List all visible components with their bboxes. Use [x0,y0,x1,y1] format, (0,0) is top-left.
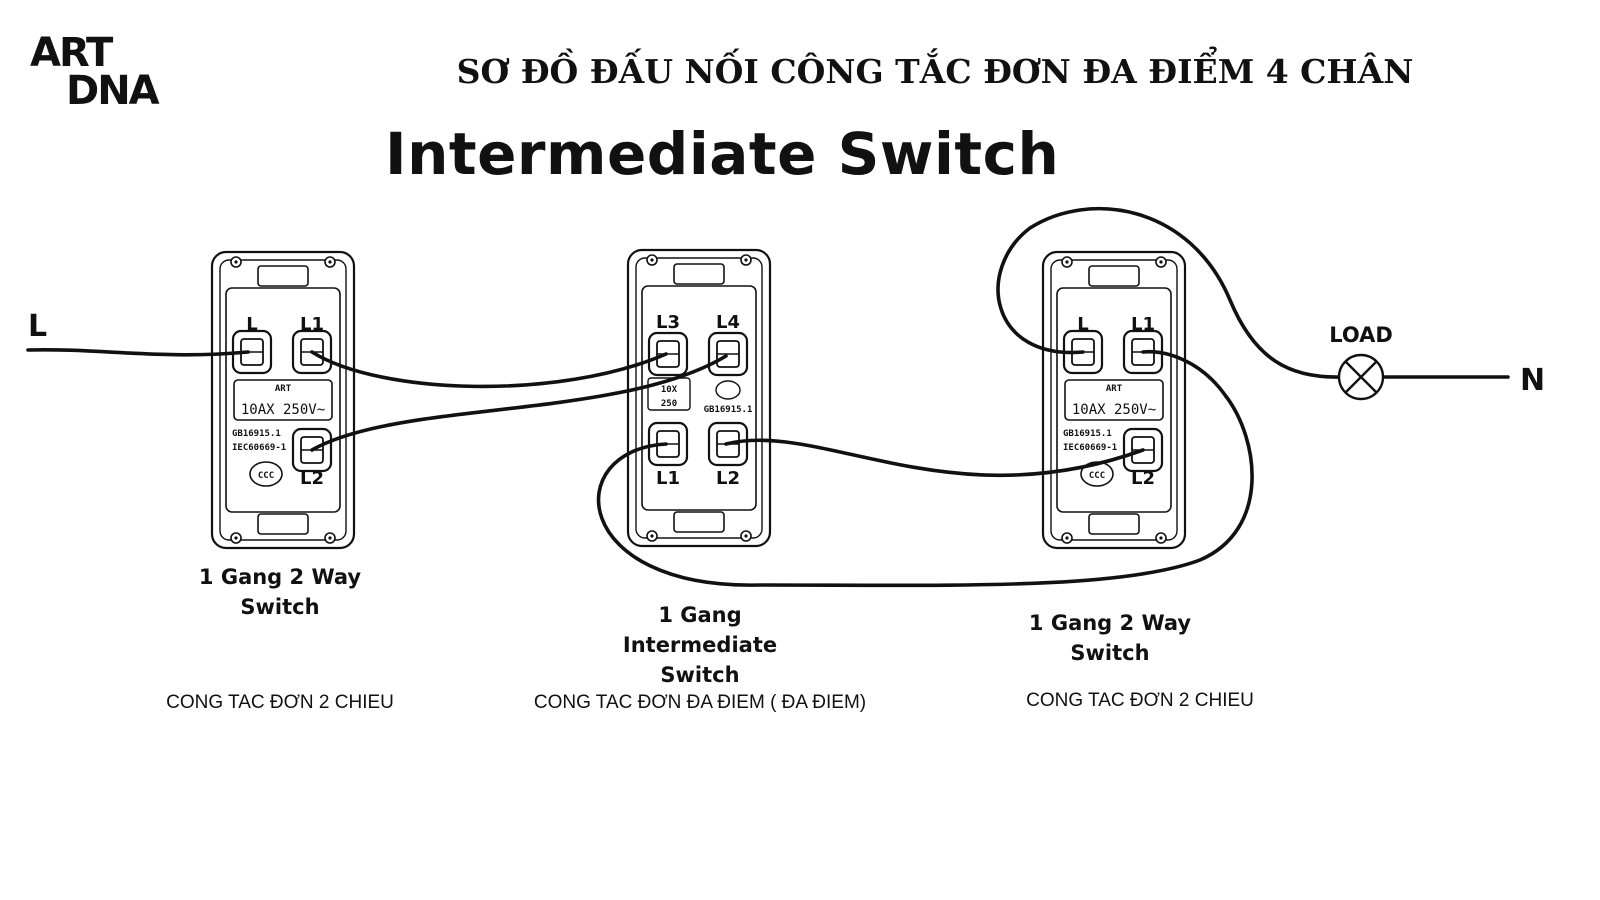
load-label: LOAD [1329,323,1393,347]
wire-left-L1-to-mid-L3 [310,350,668,389]
terminal-label-L3: L3 [656,312,680,333]
terminal-label-L: L [1077,314,1088,335]
standard-label: GB16915.1 [704,405,753,415]
terminal-label-L1: L1 [1131,314,1155,335]
standard-label: GB16915.1 [1063,429,1112,439]
certification-icon: CCC [258,471,274,481]
terminal-label-L2: L2 [1131,468,1155,489]
standard-label: GB16915.1 [232,429,281,439]
standard-label: IEC60669-1 [1063,443,1117,453]
caption-line: Intermediate [622,633,778,657]
wire-mid-L1-to-right-L1 [596,349,1254,588]
rating-label: 10X [661,385,678,395]
wires [26,206,1510,588]
rating-label: 250 [661,399,677,409]
switch-left: L L1 ART 10AX 250V~ GB16915.1 IEC60669-1… [210,250,356,550]
standard-label: IEC60669-1 [232,443,286,453]
caption-line: Switch [1070,641,1150,665]
switch-right-caption: 1 Gang 2 Way Switch [1010,608,1210,668]
page-title: Intermediate Switch [385,120,1060,188]
terminal-label-L: L [246,314,257,335]
rating-label: 10AX 250V~ [1072,402,1156,418]
wire-line-input [26,347,250,357]
switch-right: L L1 ART 10AX 250V~ GB16915.1 IEC60669-1… [1041,250,1187,550]
terminal-label-L2: L2 [300,468,324,489]
switch-left-caption: 1 Gang 2 Way Switch [180,562,380,622]
caption-line: 1 Gang 2 Way [198,565,362,589]
terminal-label-L2: L2 [716,468,740,489]
terminal-label-L1: L1 [656,468,680,489]
wire-left-L2-to-mid-L4 [310,354,728,452]
load-lamp-icon [1337,353,1385,401]
caption-line: Switch [240,595,320,619]
switch-middle-subtitle: CONG TAC ĐƠN ĐA ĐIEM ( ĐA ĐIEM) [533,692,867,713]
neutral-label: N [1520,363,1545,398]
mini-logo: ART [1106,384,1123,394]
line-label: L [28,309,47,344]
mini-logo: ART [275,384,292,394]
wire-right-L-to-load [996,206,1342,379]
caption-line: 1 Gang [658,603,742,627]
switch-middle-caption: 1 Gang Intermediate Switch [600,600,800,690]
switch-right-subtitle: CONG TAC ĐƠN 2 CHIEU [1026,690,1254,711]
logo-line2: DNA [66,68,160,110]
rating-label: 10AX 250V~ [241,402,325,418]
caption-line: Switch [660,663,740,687]
terminal-label-L4: L4 [716,312,740,333]
brand-logo: ART DNA [30,30,162,110]
wire-mid-L2-to-right-L2 [724,438,1145,478]
certification-icon: CCC [1089,471,1105,481]
terminal-label-L1: L1 [300,314,324,335]
switch-left-subtitle: CONG TAC ĐƠN 2 CHIEU [166,692,394,713]
logo-line1: ART [30,30,114,76]
caption-line: 1 Gang 2 Way [1028,611,1192,635]
switch-middle: L3 L4 10X 250 GB16915.1 L1 L2 [626,248,772,548]
vietnamese-title: SƠ ĐỒ ĐẤU NỐI CÔNG TẮC ĐƠN ĐA ĐIỂM 4 CHÂ… [456,52,1414,91]
